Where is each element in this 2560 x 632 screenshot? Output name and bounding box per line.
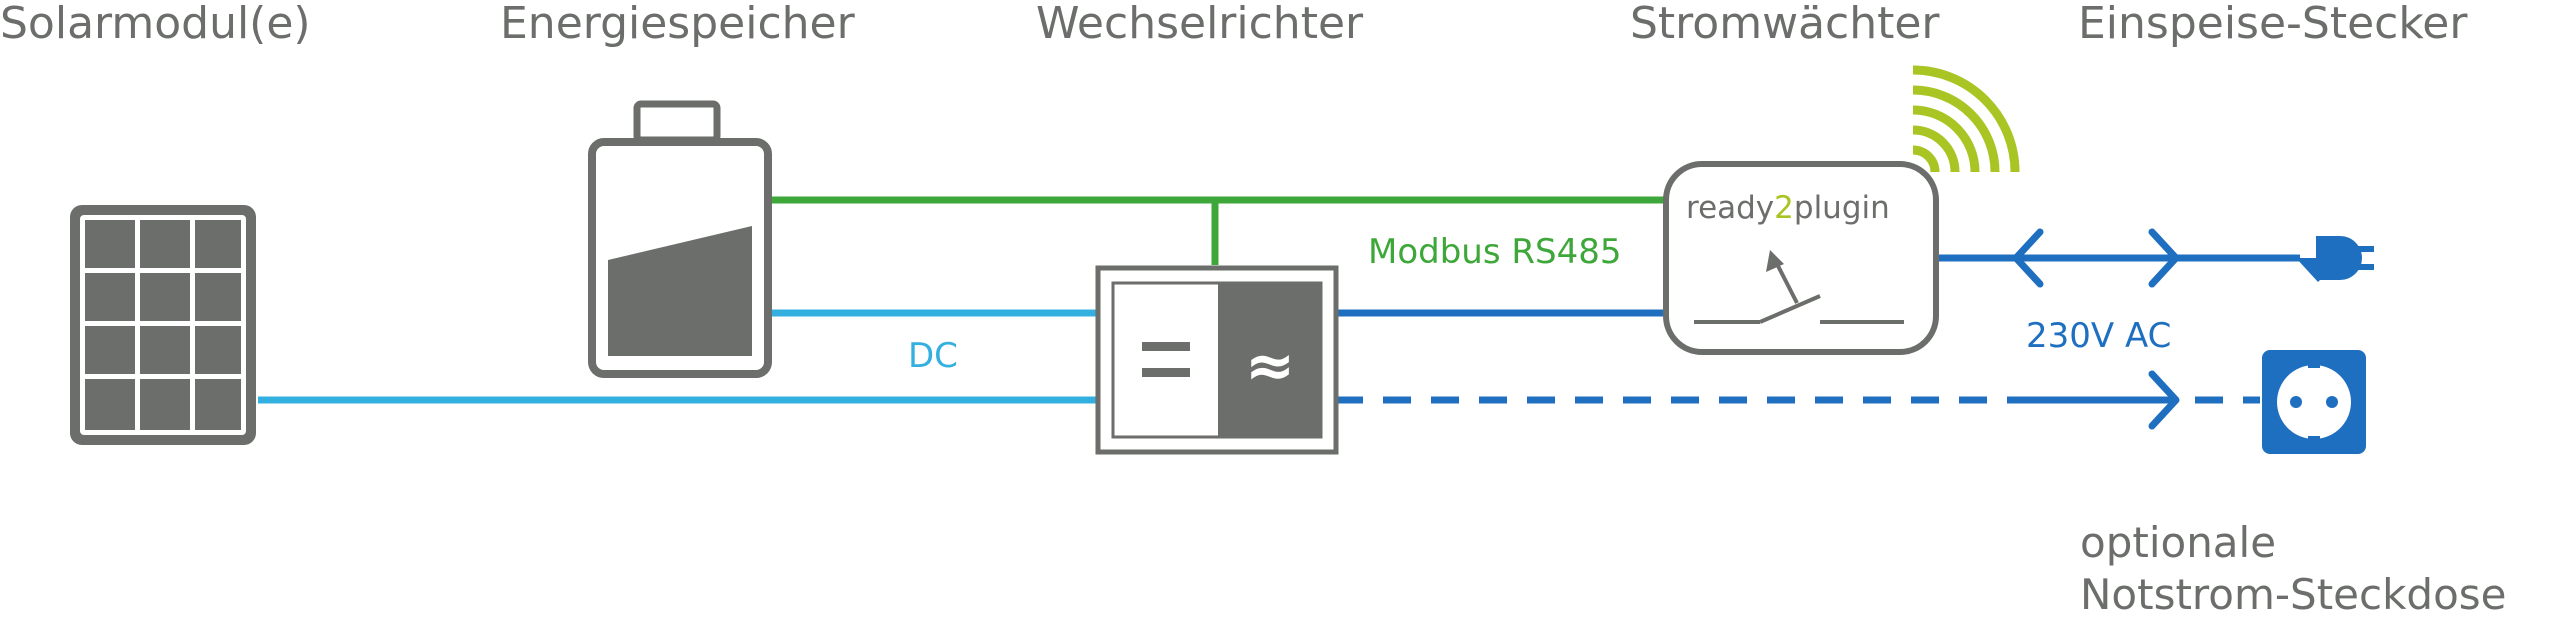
inverter-ac-symbol: ≈ (1245, 331, 1295, 401)
header-plug: Einspeise-Stecker (2078, 0, 2468, 49)
brand-digit: 2 (1774, 190, 1794, 226)
battery-icon (588, 100, 772, 378)
header-solar: Solarmodul(e) (0, 0, 311, 49)
header-inverter: Wechselrichter (1036, 0, 1364, 49)
ac-label: 230V AC (2026, 316, 2172, 356)
arrow-right-socket-icon (2148, 370, 2180, 430)
emergency-label-line1: optionale (2080, 518, 2277, 567)
socket-icon (2262, 350, 2366, 454)
dc-label: DC (908, 336, 958, 376)
meter-icon (1663, 161, 1939, 355)
brand-name: ready2plugin (1686, 190, 1890, 226)
plug-icon (2296, 236, 2374, 282)
arrow-right-icon (2148, 228, 2180, 288)
switch-icon (1694, 250, 1904, 324)
modbus-label: Modbus RS485 (1368, 232, 1622, 272)
solar-panel-icon (70, 205, 256, 445)
emergency-label-line2: Notstrom-Steckdose (2080, 570, 2507, 619)
inverter-icon (1095, 265, 1339, 455)
arrow-left-icon (2012, 228, 2044, 288)
header-meter: Stromwächter (1630, 0, 1940, 49)
header-storage: Energiespeicher (500, 0, 855, 49)
brand-prefix: ready (1686, 190, 1775, 226)
brand-suffix: plugin (1793, 190, 1890, 226)
wifi-icon (1912, 65, 2020, 173)
